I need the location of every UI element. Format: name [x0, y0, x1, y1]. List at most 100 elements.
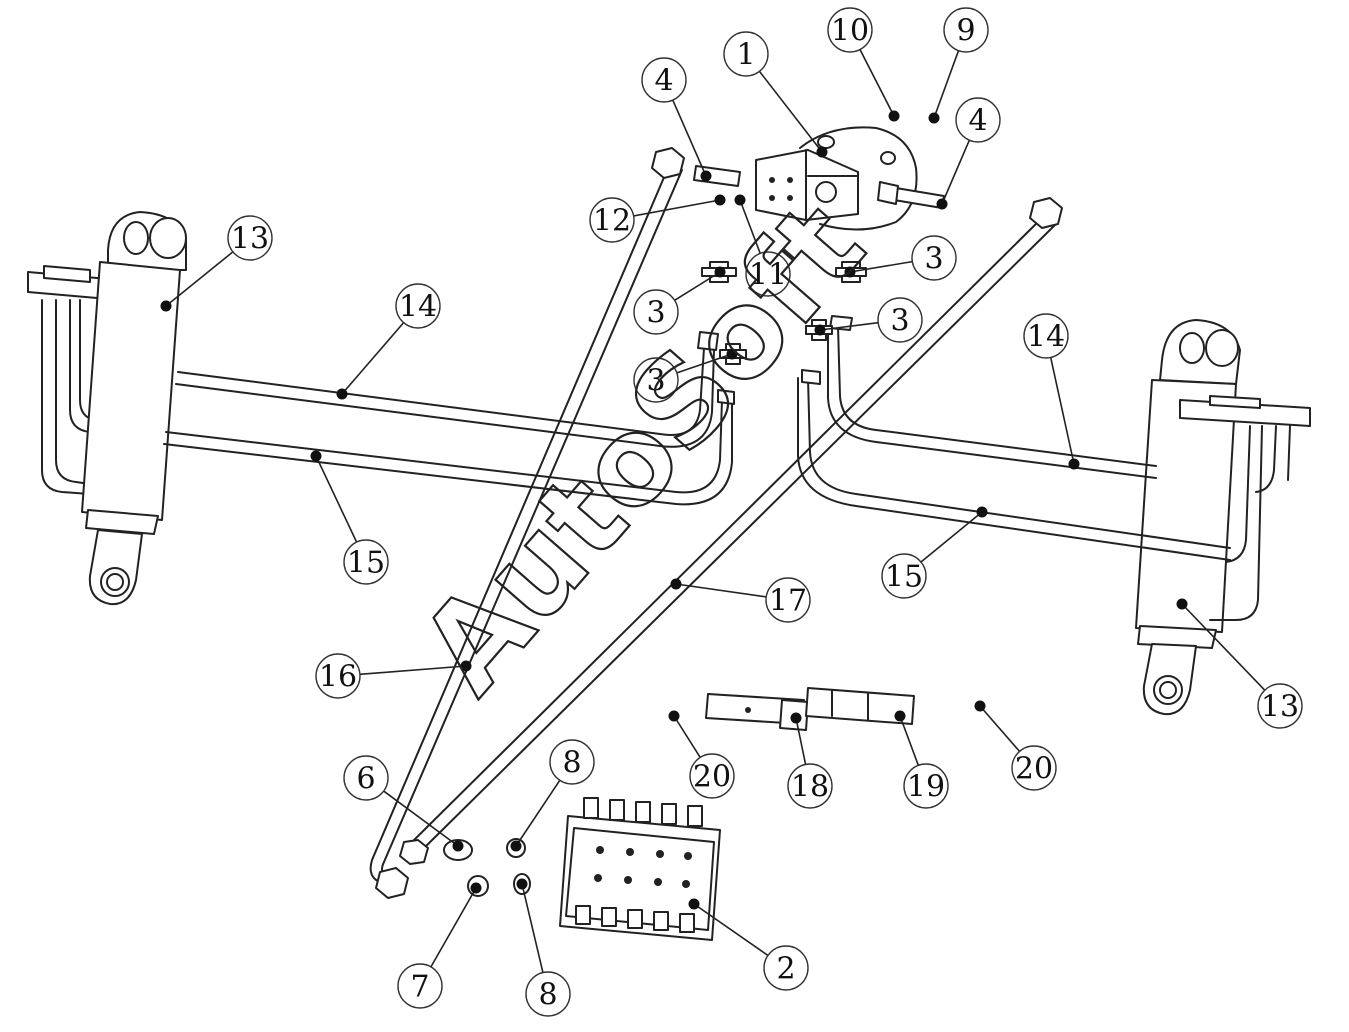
callout-bubble-c-15b	[881, 553, 927, 599]
callout-label-c-20a: 20	[693, 760, 731, 795]
callout-dot-c-3c	[814, 324, 826, 336]
callout-leader-c-11	[739, 199, 761, 254]
callout-dot-c-14a	[336, 388, 348, 400]
callout-dot-c-13b	[1176, 598, 1188, 610]
callout-dot-c-15a	[310, 450, 322, 462]
callout-bubble-c-14a	[395, 283, 441, 329]
callout-bubble-c-6	[343, 755, 389, 801]
callout-label-c-10: 10	[831, 14, 869, 49]
callout-label-c-15a: 15	[347, 546, 385, 581]
callout-bubble-c-13b	[1257, 683, 1303, 729]
callout-bubble-c-3b	[633, 289, 679, 335]
callout-label-c-14b: 14	[1027, 320, 1065, 355]
callout-leader-c-3a	[849, 260, 913, 273]
callout-label-c-3d: 3	[646, 364, 665, 399]
callout-bubble-c-15a	[343, 539, 389, 585]
callout-label-c-8b: 8	[538, 978, 557, 1013]
callout-bubble-c-18	[787, 763, 833, 809]
callout-bubble-c-7	[397, 963, 443, 1009]
callout-label-c-3a: 3	[924, 242, 943, 277]
callout-dot-c-2	[688, 898, 700, 910]
callout-dot-c-1	[816, 146, 828, 158]
callout-bubble-c-17	[765, 577, 811, 623]
callout-leader-c-15b	[920, 511, 983, 563]
callout-bubble-c-3d	[633, 357, 679, 403]
callout-label-c-11: 11	[749, 258, 787, 293]
callout-leader-c-12	[633, 199, 721, 217]
right-cylinder	[1135, 319, 1311, 716]
callout-bubble-c-20a	[689, 753, 735, 799]
callout-label-c-4a: 4	[654, 64, 673, 99]
callout-bubble-c-10	[827, 7, 873, 53]
callout-dot-c-6	[452, 840, 464, 852]
callout-label-c-13b: 13	[1261, 690, 1299, 725]
callout-bubble-c-3a	[911, 235, 957, 281]
left-pipes	[163, 331, 735, 506]
callout-label-c-19: 19	[907, 770, 945, 805]
callout-leader-c-17	[675, 583, 767, 598]
callout-leader-c-10	[859, 49, 895, 117]
callout-dot-c-19	[894, 710, 906, 722]
callout-leader-c-3d	[676, 353, 733, 374]
callout-dot-c-8a	[510, 840, 522, 852]
callout-bubble-c-4b	[955, 97, 1001, 143]
callout-leader-c-15a	[315, 455, 358, 543]
callout-leader-c-3c	[819, 321, 879, 331]
callout-bubble-c-12	[589, 197, 635, 243]
callout-label-c-8a: 8	[562, 746, 581, 781]
callout-dot-c-8b	[516, 878, 528, 890]
manifold-block	[559, 797, 721, 941]
callout-dot-c-16	[460, 660, 472, 672]
callout-leader-c-20a	[673, 715, 701, 758]
callout-label-c-3b: 3	[646, 296, 665, 331]
callout-dot-c-9	[928, 112, 940, 124]
callout-label-c-6: 6	[356, 762, 375, 797]
callout-leader-c-14b	[1049, 357, 1075, 465]
callout-dot-c-3a	[844, 266, 856, 278]
callout-dot-c-15b	[976, 506, 988, 518]
callout-label-c-20b: 20	[1015, 752, 1053, 787]
callout-label-c-12: 12	[593, 204, 631, 239]
callout-dot-c-4b	[936, 198, 948, 210]
callout-bubble-c-13a	[227, 215, 273, 261]
callout-label-c-15b: 15	[885, 560, 923, 595]
callout-bubble-c-14b	[1023, 313, 1069, 359]
callout-bubble-c-16	[315, 653, 361, 699]
callout-leader-c-13a	[165, 251, 234, 307]
callout-dot-c-14b	[1068, 458, 1080, 470]
diagonal-pipes	[369, 147, 1063, 899]
callout-dot-c-3d	[726, 348, 738, 360]
callout-bubble-c-3c	[877, 297, 923, 343]
callout-dot-c-13a	[160, 300, 172, 312]
callout-bubble-c-9	[943, 7, 989, 53]
callout-bubble-c-8b	[525, 971, 571, 1017]
callout-leader-c-14a	[341, 322, 405, 395]
callout-leader-c-4a	[672, 99, 707, 177]
callout-dot-c-4a	[700, 170, 712, 182]
callout-leader-c-3b	[674, 271, 721, 302]
callout-label-c-2: 2	[776, 952, 795, 987]
callout-leader-c-19	[899, 715, 920, 766]
callout-label-c-4b: 4	[968, 104, 987, 139]
callout-label-c-9: 9	[956, 14, 975, 49]
callout-bubble-c-19	[903, 763, 949, 809]
callout-label-c-18: 18	[791, 770, 829, 805]
callout-bubble-c-20b	[1011, 745, 1057, 791]
valve-block	[693, 126, 945, 231]
callout-label-c-7: 7	[410, 970, 429, 1005]
callout-dot-c-18	[790, 712, 802, 724]
callout-label-c-1: 1	[736, 38, 755, 73]
callout-dot-c-11	[734, 194, 746, 206]
callout-dot-c-10	[888, 110, 900, 122]
callout-leader-c-9	[933, 50, 960, 119]
callout-dot-c-17	[670, 578, 682, 590]
callout-leader-c-4b	[941, 139, 971, 205]
callout-label-c-16: 16	[319, 660, 357, 695]
callout-leader-c-13b	[1181, 603, 1266, 691]
left-cylinder	[27, 211, 187, 606]
callout-leader-c-1	[758, 70, 823, 153]
callout-leader-c-20b	[979, 705, 1021, 752]
